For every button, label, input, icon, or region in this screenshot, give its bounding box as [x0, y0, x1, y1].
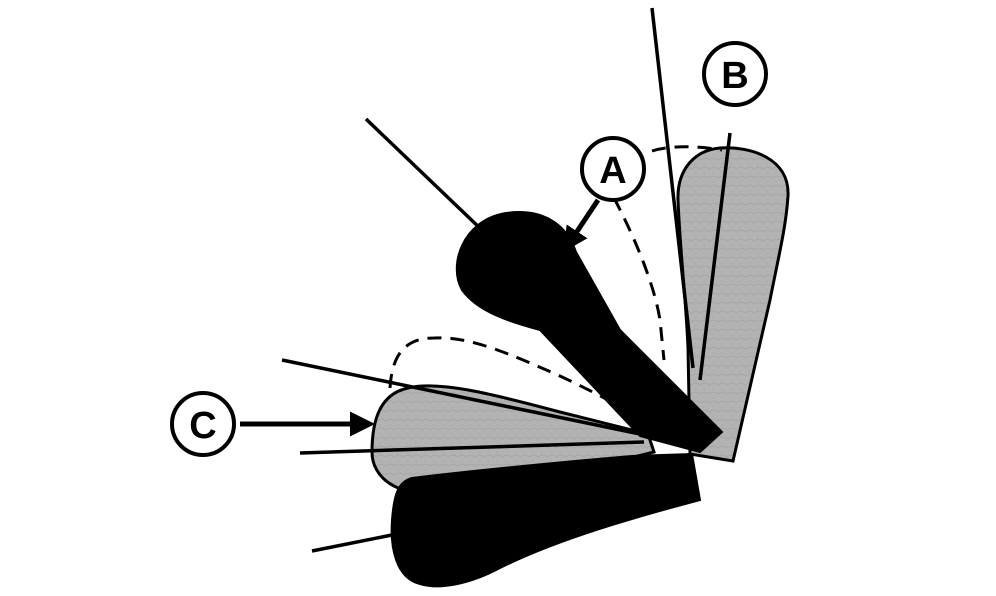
- callout-b: B: [702, 41, 768, 107]
- callout-c: C: [170, 391, 375, 457]
- callout-a-circle: [580, 136, 646, 202]
- callout-c-label: C: [189, 405, 216, 447]
- callout-a: A: [563, 136, 646, 253]
- blade-raised-black: [455, 211, 724, 454]
- dashed-alternate-positions: [388, 145, 723, 412]
- callout-b-label: B: [721, 55, 748, 97]
- line-lower-left: [311, 529, 413, 553]
- line-flat-upper: [281, 358, 641, 436]
- callout-a-label: A: [599, 150, 626, 192]
- callout-c-circle: [170, 391, 236, 457]
- line-flat-lower: [299, 440, 645, 455]
- callout-b-circle: [702, 41, 768, 107]
- line-diagonal-upper-left: [364, 117, 486, 234]
- line-upright-axis: [698, 132, 732, 381]
- line-near-vertical-long: [650, 7, 695, 369]
- reference-lines: [281, 7, 732, 553]
- callout-a-arrow: [563, 198, 601, 253]
- dashed-a-sweep: [612, 197, 666, 361]
- dashed-top-arc: [651, 145, 723, 153]
- blade-lower-black: [390, 452, 702, 588]
